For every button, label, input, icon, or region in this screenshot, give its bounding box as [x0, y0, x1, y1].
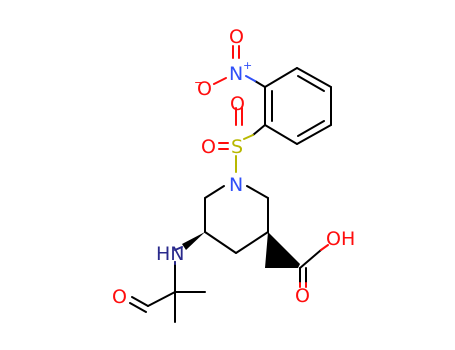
bond — [147, 291, 176, 307]
nitro-oxygen-minus: O — [197, 78, 212, 100]
bond — [264, 67, 298, 88]
bond — [243, 134, 254, 140]
sulfur-atom: S — [231, 136, 243, 158]
negative-charge: − — [194, 76, 203, 89]
positive-charge: + — [243, 59, 252, 72]
aromatic-bond — [297, 120, 325, 137]
bond — [264, 124, 298, 145]
bond — [296, 67, 332, 88]
aromatic-bond — [297, 75, 325, 92]
bond — [299, 249, 322, 269]
acid-hydroxyl: OH — [326, 228, 355, 250]
bond — [204, 185, 225, 199]
bond — [129, 302, 147, 313]
amine-nh: HN — [156, 243, 185, 265]
sulfonyl-oxygen-top: O — [230, 93, 245, 115]
wedge-bond — [265, 232, 300, 268]
bond — [245, 75, 256, 82]
bond — [320, 244, 329, 251]
bond — [254, 80, 266, 88]
bond — [296, 124, 332, 145]
piperidine-nitrogen: N — [229, 174, 243, 196]
bond — [252, 124, 266, 136]
bond — [246, 185, 269, 199]
sulfonyl-oxygen-left: O — [201, 136, 216, 158]
nitro-nitrogen: N — [229, 63, 243, 85]
carbon-skeleton — [129, 67, 332, 323]
acid-carbonyl-oxygen: O — [295, 285, 310, 307]
bond — [131, 296, 149, 307]
bond — [204, 231, 237, 254]
aldehyde-oxygen: O — [112, 286, 127, 308]
wedge-bond — [182, 232, 205, 250]
nitro-oxygen-top: O — [229, 26, 244, 48]
bond — [235, 231, 269, 254]
bond — [174, 246, 183, 251]
bond — [213, 77, 227, 85]
heteroatom-bonds — [174, 45, 329, 288]
